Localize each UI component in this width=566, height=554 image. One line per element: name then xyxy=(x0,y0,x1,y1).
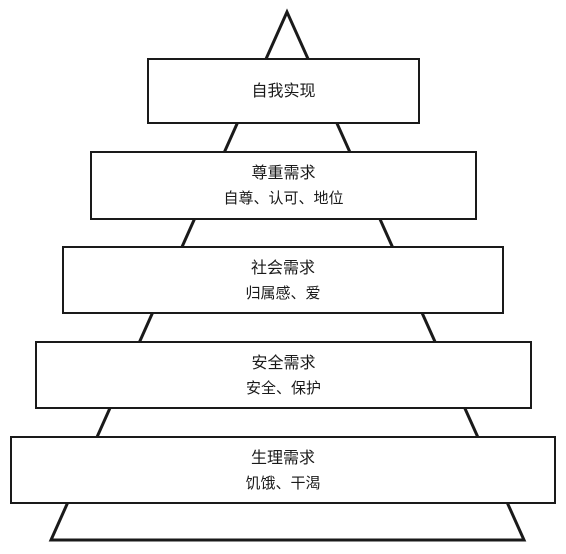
level-self-actualization: 自我实现 xyxy=(147,58,420,124)
level-title: 生理需求 xyxy=(250,447,315,467)
level-detail: 饥饿、干渴 xyxy=(245,473,321,492)
level-social: 社会需求 归属感、爱 xyxy=(62,246,504,314)
level-detail: 归属感、爱 xyxy=(245,283,321,302)
level-esteem: 尊重需求 自尊、认可、地位 xyxy=(90,151,477,220)
level-title: 自我实现 xyxy=(251,81,316,100)
level-title: 安全需求 xyxy=(251,352,316,372)
level-title: 社会需求 xyxy=(250,257,315,277)
level-safety: 安全需求 安全、保护 xyxy=(35,341,532,409)
level-detail: 自尊、认可、地位 xyxy=(223,189,344,207)
level-detail: 安全、保护 xyxy=(245,378,321,397)
level-physiological: 生理需求 饥饿、干渴 xyxy=(10,436,556,504)
level-title: 尊重需求 xyxy=(251,163,316,182)
